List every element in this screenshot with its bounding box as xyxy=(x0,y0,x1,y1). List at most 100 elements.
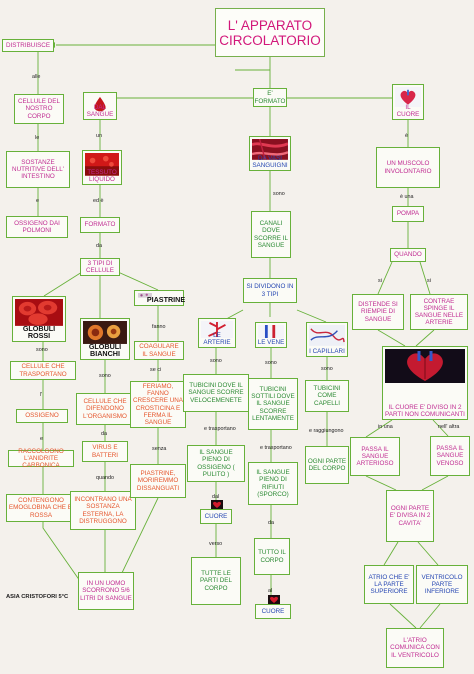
node-atrio: ATRIO CHE E' LA PARTE SUPERIORE xyxy=(364,565,414,604)
node-virus-batteri: VIRUS E BATTERI xyxy=(82,441,128,462)
node-text: E' FORMATO xyxy=(254,90,286,105)
link-label: le xyxy=(35,135,40,141)
link-label: dal xyxy=(212,494,220,500)
link-label: e raggiungono xyxy=(309,428,344,434)
node-3-tipi-cellule: 3 TIPI DI CELLULE xyxy=(80,258,120,276)
red-cells-icon xyxy=(15,299,63,326)
node-incontrano: INCONTRANO UNA SOSTANZA ESTERNA, LA DIST… xyxy=(70,491,136,530)
node-ossigeno-polmoni: OSSIGENO DAI POLMONI xyxy=(6,216,68,238)
node-tessuto-liquido: TESSUTO LIQUIDO xyxy=(82,150,122,185)
node-text: TUTTE LE PARTI DEL CORPO xyxy=(200,570,232,592)
node-pompa: POMPA xyxy=(392,206,424,222)
link-label: è xyxy=(405,133,408,139)
node-text: 3 TIPI DI CELLULE xyxy=(85,259,114,274)
link-label: un xyxy=(96,133,102,139)
link-label: da xyxy=(96,243,102,249)
node-text: TUBICINI DOVE IL SANGUE SCORRE VELOCEMEN… xyxy=(188,382,244,404)
node-text: OSSIGENO DAI POLMONI xyxy=(14,219,60,234)
node-text: IL SANGUE PIENO DI OSSIGENO ( PULITO ) xyxy=(197,449,235,478)
link-label: alle xyxy=(32,74,41,80)
node-sostanze-nutritive: SOSTANZE NUTRITIVE DELL' INTESTINO xyxy=(6,151,70,188)
node-pieno-ossigeno: IL SANGUE PIENO DI OSSIGENO ( PULITO ) xyxy=(187,445,245,482)
node-text: DISTENDE SI RIEMPIE DI SANGUE xyxy=(358,301,398,323)
link-label: nell' altra xyxy=(438,424,460,430)
node-raccolgono: RACCOLGONO L'ANIDRITE CARBONICA xyxy=(8,448,74,469)
link-label: sono xyxy=(99,373,111,379)
node-moriremmo: PIASTRINE, MORIREMMO DISSANGUATI xyxy=(130,464,186,498)
node-ventricolo: VENTRICOLO PARTE INFERIORE xyxy=(416,565,468,604)
link-label: senza xyxy=(152,446,167,452)
node-difendono: CELLULE CHE DIFENDONO L'ORGANISMO xyxy=(76,393,134,425)
link-label: si xyxy=(427,278,431,284)
node-text: PASSA IL SANGUE VENOSO xyxy=(436,445,464,467)
node-vene: LE VENE xyxy=(255,322,287,348)
node-il-cuore: IL CUORE xyxy=(392,84,424,120)
author-signature: ASIA CRISTOFORI 5°C xyxy=(6,594,69,600)
node-text: PIASTRINE xyxy=(146,295,186,305)
tissue-image-icon xyxy=(85,153,119,176)
node-text: FORMATO xyxy=(84,221,116,229)
vessels-image-icon xyxy=(252,139,288,160)
node-text: OSSIGENO xyxy=(25,412,59,420)
node-text: CONTRAE SPINGE IL SANGUE NELLE ARTERIE xyxy=(414,297,464,327)
node-text: CUORE xyxy=(204,512,228,520)
node-ossigeno: OSSIGENO xyxy=(16,409,68,423)
link-label: l' xyxy=(40,392,43,398)
node-text: IN UN UOMO SCORRONO 5/6 LITRI DI SANGUE xyxy=(80,580,132,602)
node-globuli-bianchi: GLOBULI BIANCHI xyxy=(80,318,130,360)
node-tubicini-capillari: TUBICINI COME CAPELLI xyxy=(305,380,349,412)
node-text: VIRUS E BATTERI xyxy=(91,444,119,459)
node-vasi-sanguigni: DA VASI SANGUIGNI xyxy=(249,136,291,171)
link-label: si xyxy=(378,278,382,284)
link-label: se ci xyxy=(150,367,162,373)
node-tutto-corpo: TUTTO IL CORPO xyxy=(254,538,290,575)
node-text: CANALI DOVE SCORRE IL SANGUE xyxy=(254,220,288,249)
link-label: è una xyxy=(400,194,414,200)
node-ogni-parte-corpo: OGNI PARTE DEL CORPO xyxy=(305,446,349,484)
link-label: sono xyxy=(273,191,285,197)
node-cuore-vene: CUORE xyxy=(255,595,291,619)
link-label: sono xyxy=(36,347,48,353)
node-text: PIASTRINE, MORIREMMO DISSANGUATI xyxy=(136,470,180,492)
node-dal-sangue: DAL SANGUE xyxy=(83,92,117,120)
link-label: ed è xyxy=(93,198,104,204)
title-text: L' APPARATO CIRCOLATORIO xyxy=(219,17,321,48)
heart-icon xyxy=(268,595,280,604)
link-label: e trasportano xyxy=(260,445,292,451)
link-label: in una xyxy=(378,424,393,430)
node-formato: FORMATO xyxy=(80,217,120,233)
node-text: L'ATRIO COMUNICA CON IL VENTRICOLO xyxy=(390,637,440,659)
node-text: IL SANGUE PIENO DI RIFIUTI (SPORCO) xyxy=(256,469,290,498)
node-feriamo: FERIAMO, FANNO CRESCERE UNA CROSTICINA E… xyxy=(130,381,186,428)
node-5-6-litri: IN UN UOMO SCORRONO 5/6 LITRI DI SANGUE xyxy=(78,572,134,610)
capillaries-icon xyxy=(309,325,345,346)
node-text: TUTTO IL CORPO xyxy=(258,549,286,564)
node-tubicini-vene: TUBICINI SOTTILI DOVE IL SANGUE SCORRE L… xyxy=(248,378,298,430)
node-text: IL CUORE E' DIVISO IN 2 PARTI NON COMUNI… xyxy=(385,403,465,418)
node-trasportano: CELLULE CHE TRASPORTANO xyxy=(10,361,76,380)
node-text: GLOBULI ROSSI xyxy=(22,323,56,341)
node-atrio-comunica: L'ATRIO COMUNICA CON IL VENTRICOLO xyxy=(386,628,444,668)
node-text: POMPA xyxy=(396,210,420,218)
link-label: e xyxy=(40,436,43,442)
node-tutte-parti: TUTTE LE PARTI DEL CORPO xyxy=(191,557,241,605)
node-diviso: IL CUORE E' DIVISO IN 2 PARTI NON COMUNI… xyxy=(382,346,468,420)
node-text: SI DIVIDONO IN 3 TIPI xyxy=(246,283,294,298)
link-label: fanno xyxy=(152,324,166,330)
node-text: UN MUSCOLO INVOLONTARIO xyxy=(384,160,432,175)
link-label: da xyxy=(268,520,274,526)
node-text: CELLULE CHE TRASPORTANO xyxy=(19,363,67,378)
map-title: L' APPARATO CIRCOLATORIO xyxy=(215,8,325,57)
node-text: OGNI PARTE E' DIVISA IN 2 CAVITA' xyxy=(389,505,431,527)
node-text: PASSA IL SANGUE ARTERIOSO xyxy=(356,445,394,468)
node-text: ATRIO CHE E' LA PARTE SUPERIORE xyxy=(368,573,410,596)
link-label: e trasportano xyxy=(204,426,236,432)
node-text: QUANDO xyxy=(394,251,422,259)
link-label: sono xyxy=(210,358,222,364)
node-muscolo-involontario: UN MUSCOLO INVOLONTARIO xyxy=(376,147,440,188)
platelets-icon xyxy=(138,293,152,298)
node-text: VENTRICOLO PARTE INFERIORE xyxy=(421,573,463,596)
node-text: LE VENE xyxy=(257,338,285,346)
node-text: CELLULE CHE DIFENDONO L'ORGANISMO xyxy=(83,398,127,420)
